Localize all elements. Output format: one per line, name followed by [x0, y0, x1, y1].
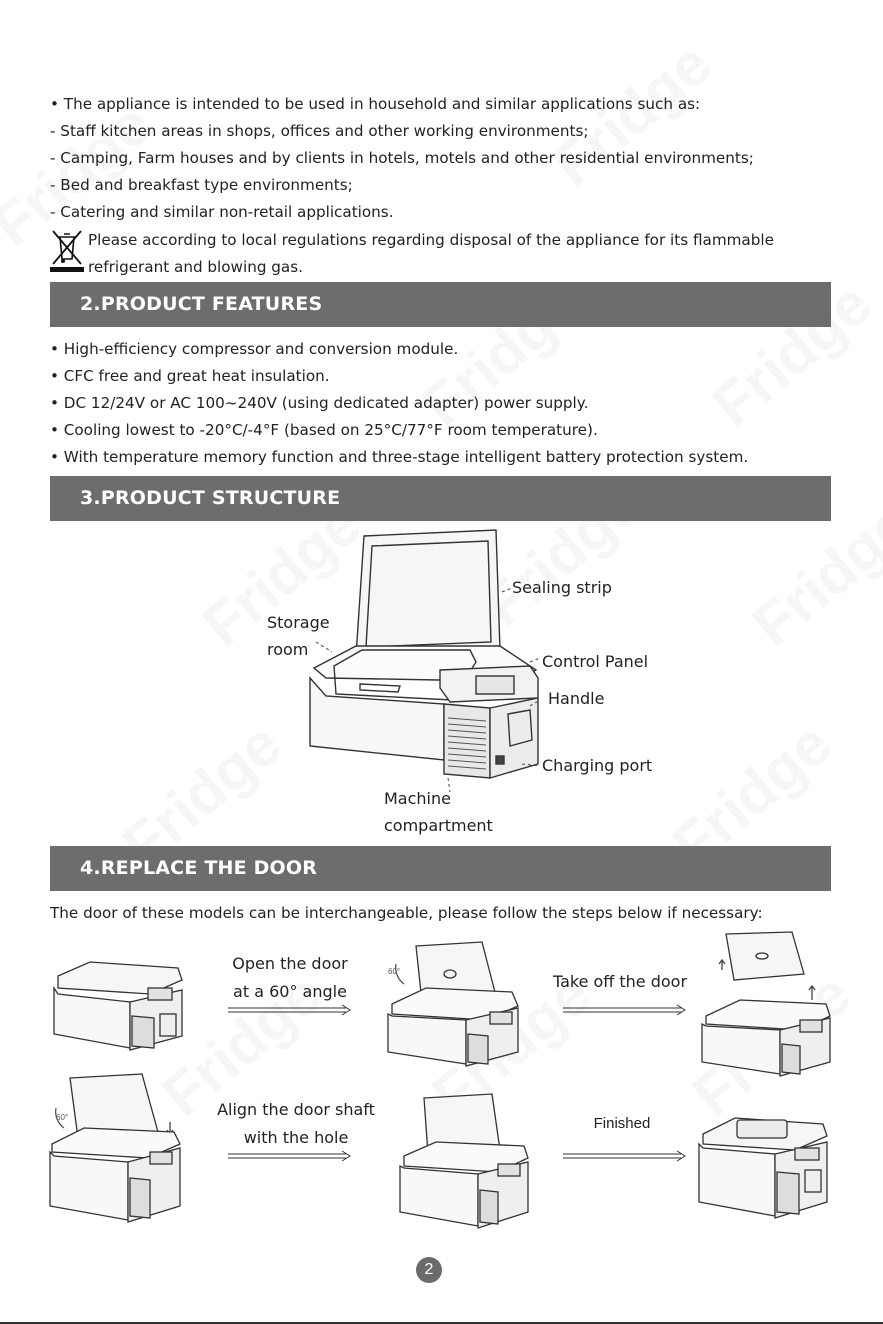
- step1-caption-line2: at a 60° angle: [233, 982, 347, 1001]
- intro-line: - Bed and breakfast type environments;: [50, 176, 353, 194]
- section-title: 4.REPLACE THE DOOR: [80, 857, 318, 879]
- label-sealing-strip: Sealing strip: [512, 578, 612, 597]
- label-storage-room-line1: Storage: [267, 613, 330, 632]
- label-handle: Handle: [548, 689, 605, 708]
- page-number-badge: 2: [416, 1257, 442, 1283]
- watermark-text: Fridge: [539, 29, 724, 200]
- section-header-features: 2.PRODUCT FEATURES: [50, 282, 831, 327]
- label-machine-compartment-line1: Machine: [384, 789, 451, 808]
- angle-label: 60°: [56, 1113, 68, 1122]
- fridge-finished-illustration: [698, 1117, 828, 1219]
- door-intro-text: The door of these models can be intercha…: [50, 904, 763, 922]
- fridge-closed-illustration: [53, 961, 183, 1051]
- label-control-panel: Control Panel: [542, 652, 649, 671]
- step-arrow-right-icon: [228, 1150, 351, 1162]
- leader-lines: [315, 587, 541, 793]
- fridge-door-removed-illustration: [701, 931, 831, 1077]
- fridge-structure-illustration: [309, 529, 539, 779]
- fridge-door-installed-illustration: [399, 1093, 529, 1229]
- label-charging-port: Charging port: [542, 756, 653, 775]
- intro-line: - Catering and similar non-retail applic…: [50, 203, 394, 221]
- fridge-open-60-illustration: 60°: [387, 941, 519, 1067]
- step3-caption-line2: with the hole: [243, 1128, 349, 1147]
- step-arrow-right-icon: [563, 1004, 686, 1016]
- feature-item: • Cooling lowest to -20°C/-4°F (based on…: [50, 421, 598, 439]
- disposal-text-line2: refrigerant and blowing gas.: [88, 258, 303, 276]
- label-machine-compartment-line2: compartment: [384, 816, 493, 835]
- step2-caption: Take off the door: [552, 972, 688, 991]
- intro-line: • The appliance is intended to be used i…: [50, 95, 701, 113]
- disposal-text-line1: Please according to local regulations re…: [88, 231, 774, 249]
- step-arrow-right-icon: [228, 1004, 351, 1016]
- step4-caption: Finished: [593, 1115, 651, 1132]
- intro-line: - Camping, Farm houses and by clients in…: [50, 149, 754, 167]
- angle-label: 60°: [388, 967, 400, 976]
- section-title: 3.PRODUCT STRUCTURE: [80, 487, 341, 509]
- feature-item: • CFC free and great heat insulation.: [50, 367, 330, 385]
- step3-caption-line1: Align the door shaft: [217, 1100, 375, 1119]
- feature-item: • With temperature memory function and t…: [50, 448, 749, 466]
- section-header-structure: 3.PRODUCT STRUCTURE: [50, 476, 831, 521]
- crossed-out-wheelie-bin-icon: [50, 230, 84, 272]
- section-title: 2.PRODUCT FEATURES: [80, 293, 323, 315]
- step1-caption-line1: Open the door: [232, 954, 348, 973]
- feature-item: • High-efficiency compressor and convers…: [50, 340, 459, 358]
- section-header-replace-door: 4.REPLACE THE DOOR: [50, 846, 831, 891]
- label-storage-room-line2: room: [267, 640, 309, 659]
- feature-item: • DC 12/24V or AC 100~240V (using dedica…: [50, 394, 589, 412]
- bottom-rule: [0, 1322, 883, 1324]
- step-arrow-right-icon: [563, 1150, 686, 1162]
- intro-line: - Staff kitchen areas in shops, offices …: [50, 122, 589, 140]
- fridge-align-door-illustration: 60°: [49, 1073, 181, 1223]
